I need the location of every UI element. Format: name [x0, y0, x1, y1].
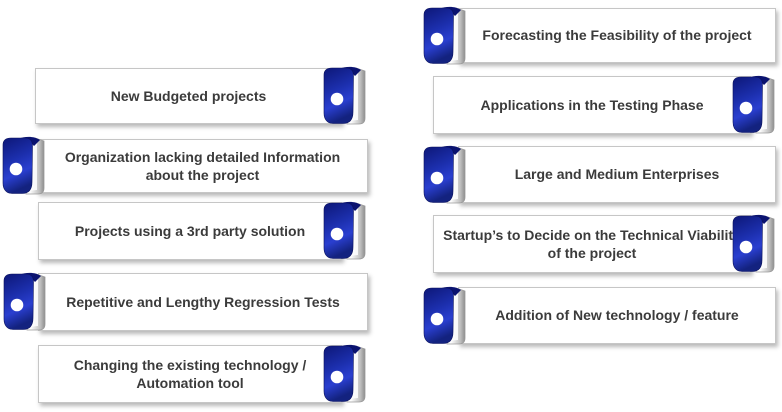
- bookmark-icon: [422, 6, 468, 66]
- item-label: Repetitive and Lengthy Regression Tests: [66, 293, 340, 310]
- bookmark-icon: [2, 272, 48, 332]
- list-item: Repetitive and Lengthy Regression Tests: [38, 273, 368, 331]
- list-item: Startup’s to Decide on the Technical Via…: [433, 215, 751, 273]
- list-item: Addition of New technology / feature: [458, 287, 776, 344]
- item-label: Forecasting the Feasibility of the proje…: [482, 27, 752, 44]
- item-label: Organization lacking detailed Informatio…: [64, 148, 341, 183]
- bookmark-icon: [322, 344, 368, 404]
- item-label: Applications in the Testing Phase: [480, 96, 704, 113]
- list-item: Changing the existing technology / Autom…: [38, 345, 342, 403]
- bookmark-icon: [731, 75, 777, 135]
- bookmark-icon: [1, 136, 47, 196]
- item-label: Changing the existing technology / Autom…: [73, 356, 307, 391]
- bookmark-icon: [731, 214, 777, 274]
- list-item: Large and Medium Enterprises: [458, 146, 776, 203]
- item-label: Addition of New technology / feature: [495, 307, 739, 324]
- bookmark-icon: [322, 66, 368, 126]
- list-item: Organization lacking detailed Informatio…: [37, 139, 368, 193]
- list-item: Forecasting the Feasibility of the proje…: [458, 8, 776, 63]
- item-label: Startup’s to Decide on the Technical Via…: [443, 226, 741, 261]
- item-label: Projects using a 3rd party solution: [74, 222, 306, 239]
- bookmark-icon: [322, 201, 368, 261]
- list-item: Applications in the Testing Phase: [433, 76, 751, 134]
- bookmark-icon: [422, 286, 468, 346]
- list-item: New Budgeted projects: [35, 68, 342, 124]
- item-label: New Budgeted projects: [110, 87, 267, 104]
- list-item: Projects using a 3rd party solution: [38, 202, 342, 260]
- bookmark-icon: [422, 145, 468, 205]
- item-label: Large and Medium Enterprises: [514, 166, 720, 183]
